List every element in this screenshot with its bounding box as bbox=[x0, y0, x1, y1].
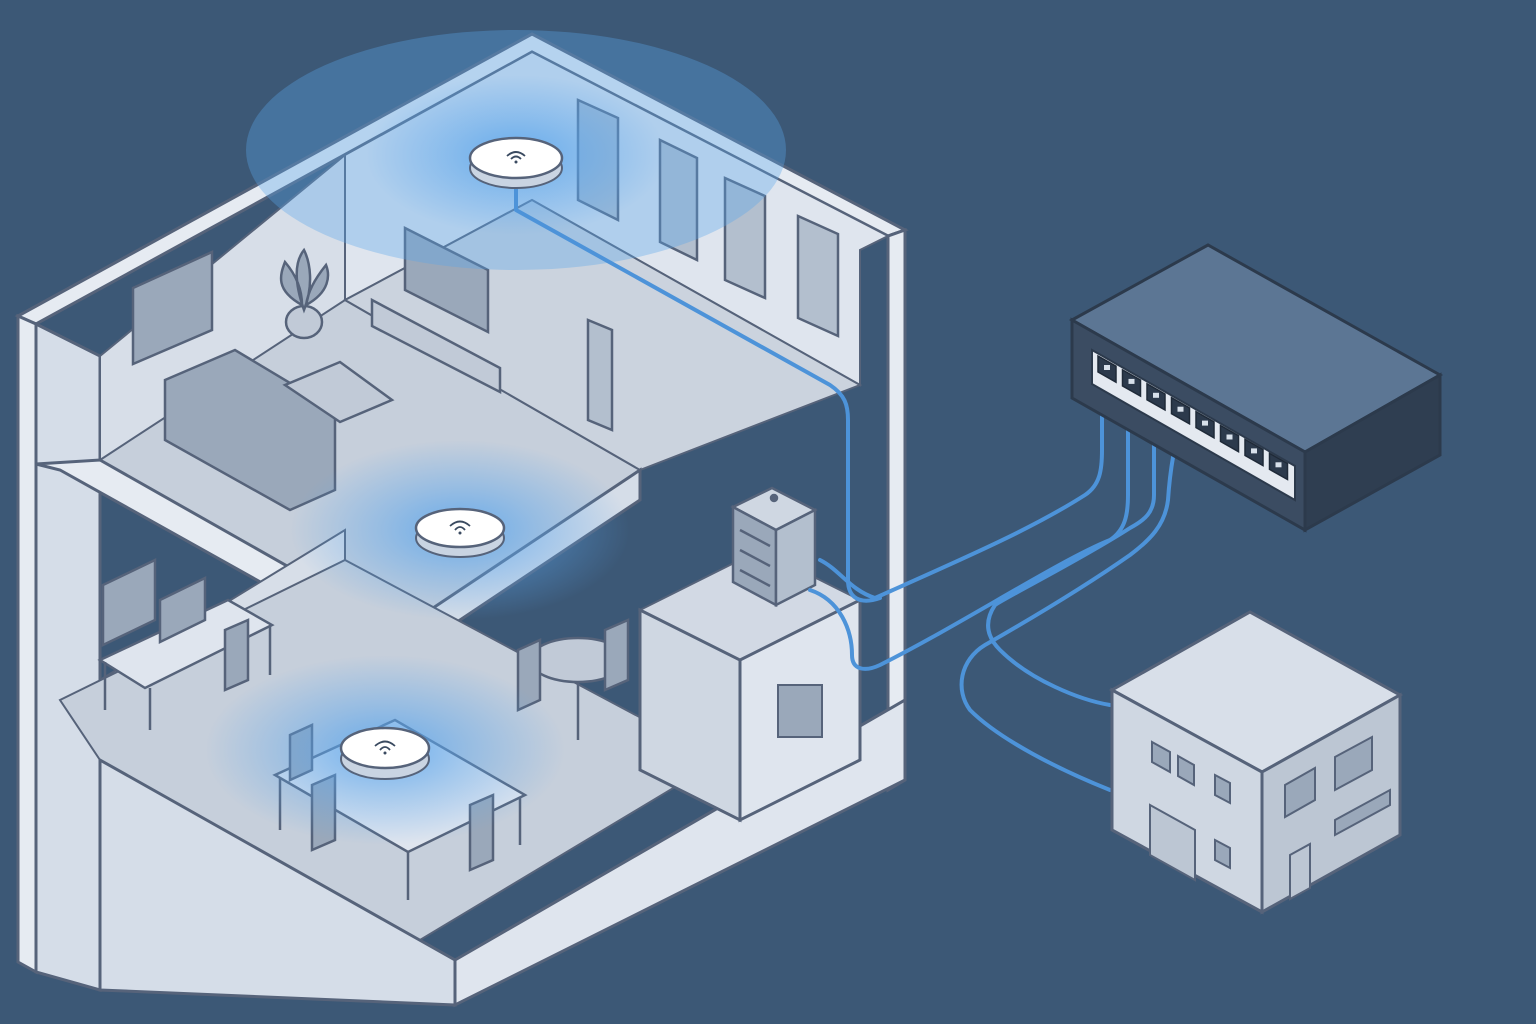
ap-drop-cable bbox=[514, 186, 882, 603]
uplink-cable-3 bbox=[986, 410, 1156, 707]
rack-side bbox=[774, 507, 817, 608]
switch-side bbox=[1303, 372, 1442, 533]
wifi-icon bbox=[506, 151, 526, 160]
port-contact bbox=[1128, 378, 1135, 384]
side-door-icon bbox=[1214, 838, 1231, 870]
rack-slot bbox=[739, 548, 771, 568]
rack-slot bbox=[739, 568, 771, 588]
living-room-furniture bbox=[131, 225, 502, 512]
wifi-dot bbox=[383, 751, 387, 755]
building-icon bbox=[1108, 610, 1404, 915]
uplink-cable-1 bbox=[818, 390, 1104, 600]
coffee-table-icon bbox=[282, 360, 395, 424]
monitor-icon bbox=[158, 575, 207, 645]
uplink-cable-4 bbox=[959, 420, 1184, 792]
awning-icon bbox=[1334, 788, 1391, 837]
access-points bbox=[339, 136, 564, 780]
wifi-icon bbox=[449, 520, 471, 531]
port-contact bbox=[1275, 462, 1282, 468]
dining-chair-icon bbox=[603, 618, 630, 692]
window-icon bbox=[1214, 773, 1231, 805]
wall-board-icon bbox=[101, 558, 157, 647]
door-5 bbox=[586, 318, 614, 432]
wifi-dot bbox=[514, 160, 518, 164]
window-icon bbox=[1177, 754, 1195, 787]
window-icon bbox=[1151, 740, 1171, 774]
door-3 bbox=[723, 176, 767, 300]
server-rack-icon bbox=[730, 486, 818, 608]
switch-ports bbox=[1097, 354, 1289, 481]
window-icon bbox=[1334, 735, 1373, 792]
office-chair-icon bbox=[223, 618, 250, 692]
left-outer-wall bbox=[16, 313, 38, 975]
port-contact bbox=[1153, 392, 1159, 398]
window-icon bbox=[131, 250, 214, 366]
window-icon bbox=[1284, 766, 1316, 819]
office-furniture bbox=[97, 558, 275, 730]
rack-slot bbox=[739, 528, 771, 548]
ap-body bbox=[339, 726, 431, 770]
rack-led bbox=[769, 493, 779, 503]
wifi-icon bbox=[374, 740, 396, 751]
garage-door-icon bbox=[1149, 803, 1196, 882]
network-switch[interactable] bbox=[1068, 243, 1444, 533]
port-contact bbox=[1251, 448, 1257, 454]
ap-body bbox=[414, 507, 506, 549]
tv-stand bbox=[370, 297, 502, 395]
ethernet-cables bbox=[514, 186, 1184, 792]
door-2 bbox=[658, 138, 699, 262]
port-contact bbox=[1202, 420, 1208, 426]
door-4 bbox=[796, 214, 840, 338]
plant-leaves-icon bbox=[279, 247, 330, 314]
wifi-dot bbox=[458, 531, 462, 535]
switch-port-panel bbox=[1091, 348, 1296, 502]
entrance-door-icon bbox=[1289, 842, 1311, 901]
port-contact bbox=[1104, 365, 1110, 370]
server-room-front bbox=[638, 607, 742, 823]
ap-body bbox=[468, 136, 564, 180]
access-point-middle[interactable] bbox=[414, 507, 506, 558]
port-contact bbox=[1177, 406, 1184, 412]
tv-icon bbox=[403, 225, 490, 335]
access-point-bottom[interactable] bbox=[339, 726, 431, 780]
port-contact bbox=[1226, 434, 1233, 440]
left-front-face bbox=[34, 321, 102, 992]
server-room-window bbox=[777, 684, 823, 738]
access-point-top[interactable] bbox=[468, 136, 564, 189]
remote-building-details bbox=[1149, 735, 1391, 901]
